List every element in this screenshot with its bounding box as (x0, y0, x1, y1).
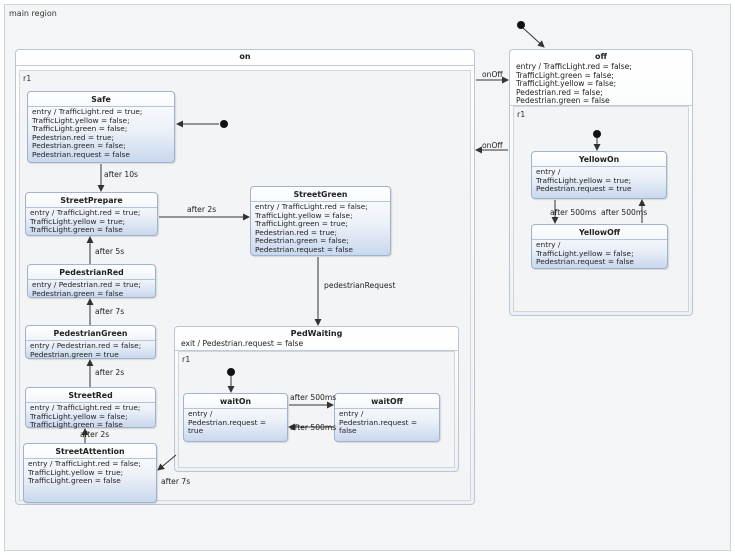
label-wait-after-500-a: after 500ms (290, 393, 337, 402)
state-street-red-separator (26, 402, 155, 403)
state-street-green-title: StreetGreen (293, 190, 348, 199)
state-wait-off[interactable]: waitOff entry / Pedestrian.request = fal… (334, 393, 440, 442)
state-street-attention[interactable]: StreetAttention entry / TrafficLight.red… (23, 443, 157, 503)
state-yellow-on-body: entry / TrafficLight.yellow = true; Pede… (536, 167, 632, 194)
state-yellow-off-separator (532, 239, 667, 240)
state-street-attention-title: StreetAttention (55, 447, 125, 456)
label-yellow-after-500-a: after 500ms (550, 208, 597, 217)
state-wait-on-title: waitOn (219, 397, 252, 406)
state-pedestrian-green-separator (26, 340, 155, 341)
label-pedestrian-request: pedestrianRequest (324, 281, 396, 290)
state-street-green-body: entry / TrafficLight.red = false; Traffi… (255, 202, 368, 254)
state-street-red[interactable]: StreetRed entry / TrafficLight.red = tru… (25, 387, 156, 430)
state-street-green-separator (251, 201, 390, 202)
state-street-prepare-title: StreetPrepare (60, 196, 123, 205)
state-on-separator (16, 65, 474, 66)
state-street-red-title: StreetRed (68, 391, 113, 400)
state-safe[interactable]: Safe entry / TrafficLight.red = true; Tr… (27, 91, 175, 163)
label-wait-after-500-b: after 500ms (290, 423, 337, 432)
state-ped-waiting-title: PedWaiting (290, 329, 343, 338)
state-off-separator (510, 105, 692, 106)
ped-waiting-region-label: r1 (182, 355, 191, 364)
state-pedestrian-red-title: PedestrianRed (59, 268, 124, 277)
state-wait-off-title: waitOff (371, 397, 403, 406)
state-street-prepare-separator (26, 207, 157, 208)
state-safe-title: Safe (91, 95, 111, 104)
state-street-attention-body: entry / TrafficLight.red = false; Traffi… (28, 459, 141, 486)
state-street-green[interactable]: StreetGreen entry / TrafficLight.red = f… (250, 186, 391, 256)
label-on-off-b: onOff (482, 141, 503, 150)
state-street-attention-separator (24, 458, 156, 459)
label-after-2s-attention: after 2s (80, 430, 110, 439)
state-wait-on-separator (184, 408, 287, 409)
state-ped-waiting-separator (175, 350, 458, 351)
state-safe-separator (28, 106, 174, 107)
on-region-label: r1 (23, 74, 32, 83)
state-street-red-body: entry / TrafficLight.red = true; Traffic… (30, 403, 141, 430)
state-street-prepare-body: entry / TrafficLight.red = true; Traffic… (30, 208, 141, 235)
label-after-2s-red: after 2s (95, 368, 125, 377)
state-wait-off-separator (335, 408, 439, 409)
label-after-7s-waiting: after 7s (161, 477, 191, 486)
off-region-r1: r1 (513, 106, 689, 312)
state-pedestrian-green[interactable]: PedestrianGreen entry / Pedestrian.red =… (25, 325, 156, 359)
state-pedestrian-red-body: entry / Pedestrian.red = true; Pedestria… (32, 280, 141, 298)
state-off-title: off (595, 52, 607, 61)
label-on-off-a: onOff (482, 70, 503, 79)
state-yellow-off[interactable]: YellowOff entry / TrafficLight.yellow = … (531, 224, 668, 269)
state-yellow-on-separator (532, 166, 666, 167)
label-after-10s: after 10s (104, 170, 138, 179)
label-after-7s-green: after 7s (95, 307, 125, 316)
state-pedestrian-green-body: entry / Pedestrian.red = false; Pedestri… (30, 341, 142, 359)
state-street-prepare[interactable]: StreetPrepare entry / TrafficLight.red =… (25, 192, 158, 236)
state-pedestrian-red[interactable]: PedestrianRed entry / Pedestrian.red = t… (27, 264, 156, 298)
state-pedestrian-green-title: PedestrianGreen (53, 329, 128, 338)
label-after-2s-prepare: after 2s (187, 205, 217, 214)
state-yellow-on-title: YellowOn (578, 155, 620, 164)
state-yellow-off-title: YellowOff (578, 228, 621, 237)
state-yellow-off-body: entry / TrafficLight.yellow = false; Ped… (536, 240, 634, 267)
label-yellow-after-500-b: after 500ms (601, 208, 648, 217)
label-after-5s: after 5s (95, 247, 125, 256)
state-off-entry: entry / TrafficLight.red = false; Traffi… (516, 62, 632, 106)
state-wait-on-body: entry / Pedestrian.request = true (188, 409, 267, 436)
state-wait-off-body: entry / Pedestrian.request = false (339, 409, 418, 436)
state-pedestrian-red-separator (28, 279, 155, 280)
main-region-label: main region (9, 9, 57, 18)
state-on-title: on (239, 52, 251, 61)
state-wait-on[interactable]: waitOn entry / Pedestrian.request = true (183, 393, 288, 442)
state-safe-body: entry / TrafficLight.red = true; Traffic… (32, 107, 143, 159)
off-region-label: r1 (517, 110, 526, 119)
state-ped-waiting-exit: exit / Pedestrian.request = false (181, 339, 304, 348)
state-yellow-on[interactable]: YellowOn entry / TrafficLight.yellow = t… (531, 151, 667, 199)
